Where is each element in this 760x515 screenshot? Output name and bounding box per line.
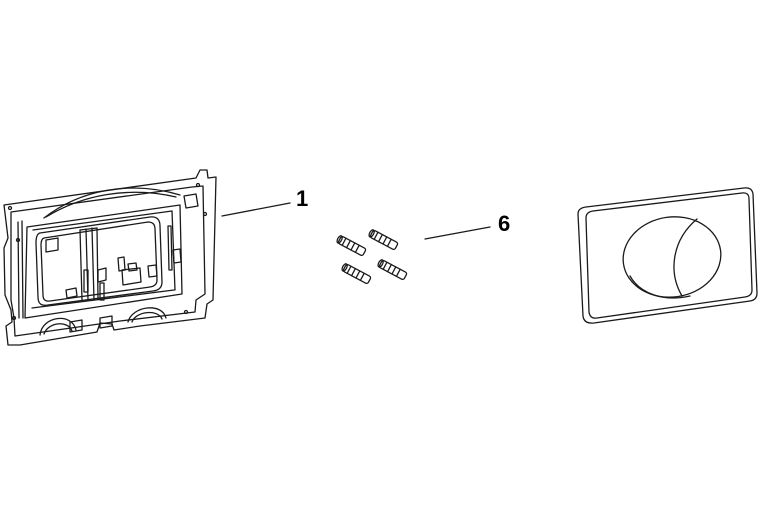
anchor — [336, 235, 367, 257]
anchor — [368, 229, 399, 251]
flush-plate — [577, 187, 758, 324]
anchor — [377, 259, 408, 281]
wall-anchors — [336, 229, 408, 285]
leader-line-6 — [424, 226, 491, 240]
leader-line-1 — [221, 202, 291, 217]
anchor — [341, 263, 372, 285]
mounting-frame — [3, 169, 217, 346]
callout-label-1: 1 — [296, 186, 309, 211]
callout-label-6: 6 — [498, 211, 511, 236]
